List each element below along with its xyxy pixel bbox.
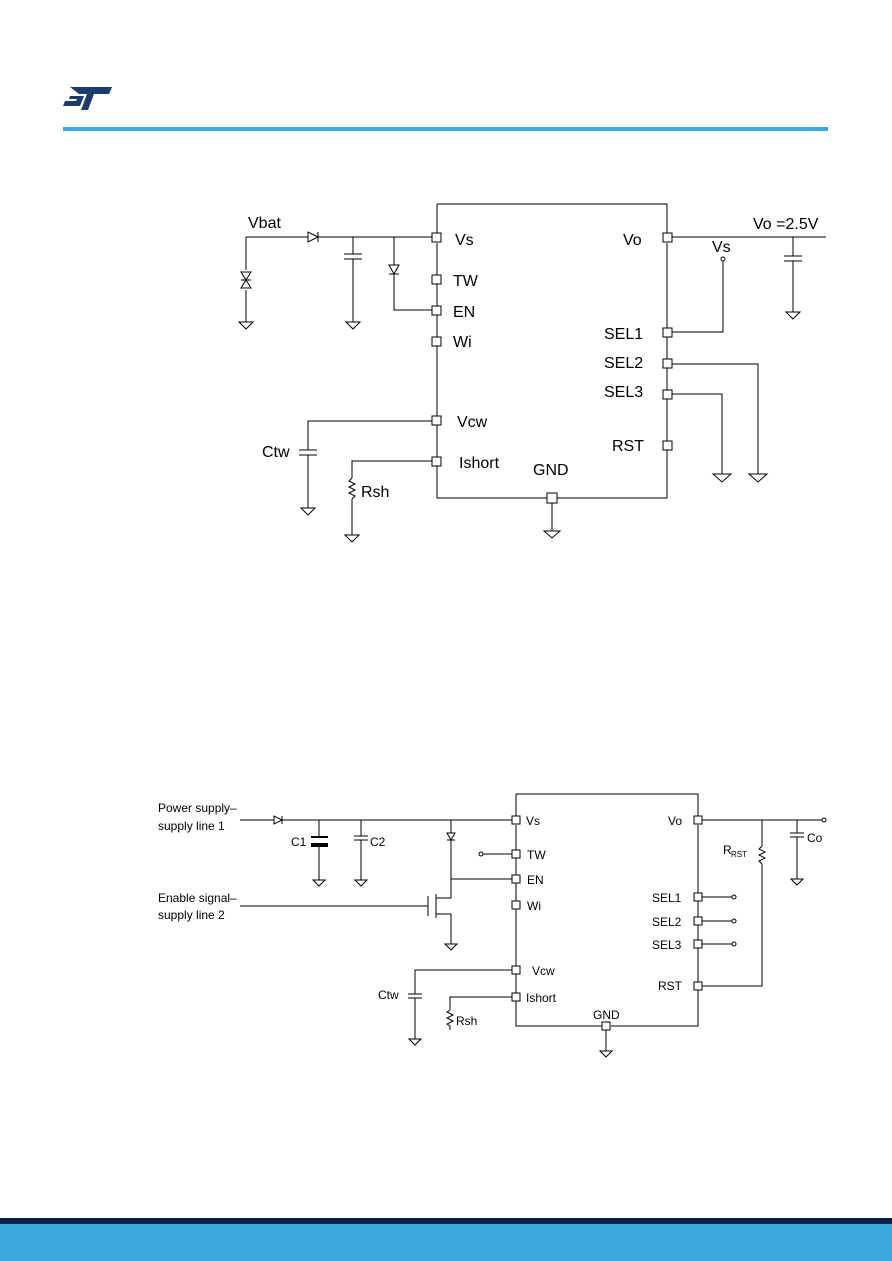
- resistor-icon: [445, 1009, 455, 1027]
- pin-label-vo: Vo: [623, 232, 642, 249]
- pin-sel3: [693, 939, 703, 949]
- ground-icon: [311, 879, 327, 887]
- pin-sel1: [662, 327, 673, 338]
- pin-label-rst: RST: [658, 979, 683, 993]
- rsh-label: Rsh: [456, 1014, 477, 1028]
- pin-label-sel2: SEL2: [652, 915, 682, 929]
- pin-tw: [511, 849, 521, 859]
- pin-label-wi: Wi: [453, 334, 472, 351]
- pin-vcw: [431, 415, 442, 426]
- ground-icon: [237, 321, 255, 330]
- pin-ishort: [431, 456, 442, 467]
- pin-vs: [431, 232, 442, 243]
- c1-label: C1: [291, 835, 307, 849]
- pin-label-sel1: SEL1: [652, 891, 682, 905]
- mosfet-icon: [427, 879, 452, 944]
- ctw-label: Ctw: [262, 444, 290, 461]
- rrst-subscript: RST: [731, 850, 747, 859]
- resistor-icon: [347, 477, 357, 500]
- footer-band-dark: [0, 1218, 892, 1224]
- pin-sel3: [662, 389, 673, 400]
- pin-wi: [511, 900, 521, 910]
- ground-icon: [598, 1050, 614, 1058]
- capacitor-icon: [311, 836, 328, 838]
- pin-wi: [431, 336, 442, 347]
- enable-label-1: Enable signal–: [158, 891, 237, 905]
- pin-label-vcw: Vcw: [457, 414, 488, 431]
- vbat-label: Vbat: [248, 215, 281, 232]
- vs-node-label: Vs: [712, 239, 731, 256]
- enable-label-2: supply line 2: [158, 908, 225, 922]
- supply-label-2: supply line 1: [158, 819, 225, 833]
- pin-label-sel3: SEL3: [604, 384, 643, 401]
- pin-sel2: [662, 358, 673, 369]
- diode-icon: [388, 264, 400, 276]
- pin-label-en: EN: [453, 304, 475, 321]
- pin-label-vo: Vo: [668, 814, 682, 828]
- footer-band: [0, 1224, 892, 1261]
- ground-icon: [353, 879, 369, 887]
- st-logo: [63, 87, 112, 110]
- pin-label-en: EN: [527, 873, 544, 887]
- ground-icon: [407, 1038, 423, 1046]
- vo-label: Vo =2.5V: [753, 216, 819, 233]
- pin-label-vcw: Vcw: [532, 964, 555, 978]
- tvs-diode-icon: [240, 271, 252, 289]
- gnd-label: GND: [593, 1008, 620, 1022]
- ground-icon: [344, 321, 362, 330]
- pin-tw: [431, 274, 442, 285]
- pin-vo: [693, 815, 703, 825]
- rsh-label: Rsh: [361, 484, 389, 501]
- header-rule: [63, 127, 828, 131]
- pin-label-vs: Vs: [526, 814, 540, 828]
- pin-label-tw: TW: [527, 848, 546, 862]
- pin-ishort: [511, 992, 521, 1002]
- pin-sel2: [693, 916, 703, 926]
- diagram-2: Power supply– supply line 1 C1 C2: [158, 793, 827, 1058]
- pin-label-wi: Wi: [527, 899, 541, 913]
- ground-icon: [784, 311, 802, 320]
- pin-sel1: [693, 892, 703, 902]
- pin-label-sel3: SEL3: [652, 938, 682, 952]
- pin-label-ishort: Ishort: [526, 991, 557, 1005]
- c2-label: C2: [370, 835, 386, 849]
- ctw-label: Ctw: [378, 988, 399, 1002]
- ground-icon: [299, 507, 317, 516]
- pin-vo: [662, 232, 673, 243]
- pin-vcw: [511, 965, 521, 975]
- ground-icon: [711, 473, 733, 483]
- pin-vs: [511, 815, 521, 825]
- ground-icon: [747, 473, 769, 483]
- pin-rst: [693, 981, 703, 991]
- pin-label-sel2: SEL2: [604, 355, 643, 372]
- supply-label-1: Power supply–: [158, 801, 237, 815]
- pin-label-sel1: SEL1: [604, 326, 643, 343]
- pin-label-vs: Vs: [455, 232, 474, 249]
- diode-icon: [446, 832, 456, 842]
- ground-icon: [789, 878, 805, 886]
- co-label: Co: [807, 831, 823, 845]
- pin-label-rst: RST: [612, 438, 644, 455]
- diode-icon: [307, 231, 320, 243]
- pin-en: [431, 305, 442, 316]
- pin-en: [511, 874, 521, 884]
- diode-icon: [273, 815, 284, 825]
- pin-gnd: [546, 492, 558, 504]
- rrst-label: R: [723, 843, 732, 857]
- gnd-label: GND: [533, 462, 569, 479]
- ground-icon: [443, 943, 459, 951]
- pin-label-tw: TW: [453, 273, 479, 290]
- resistor-icon: [757, 845, 767, 865]
- pin-label-ishort: Ishort: [459, 455, 500, 472]
- pin-rst: [662, 440, 673, 451]
- ground-icon: [542, 530, 562, 539]
- diagram-1: Vbat Vs: [237, 203, 826, 543]
- pin-gnd: [601, 1021, 611, 1031]
- ground-icon: [343, 534, 361, 543]
